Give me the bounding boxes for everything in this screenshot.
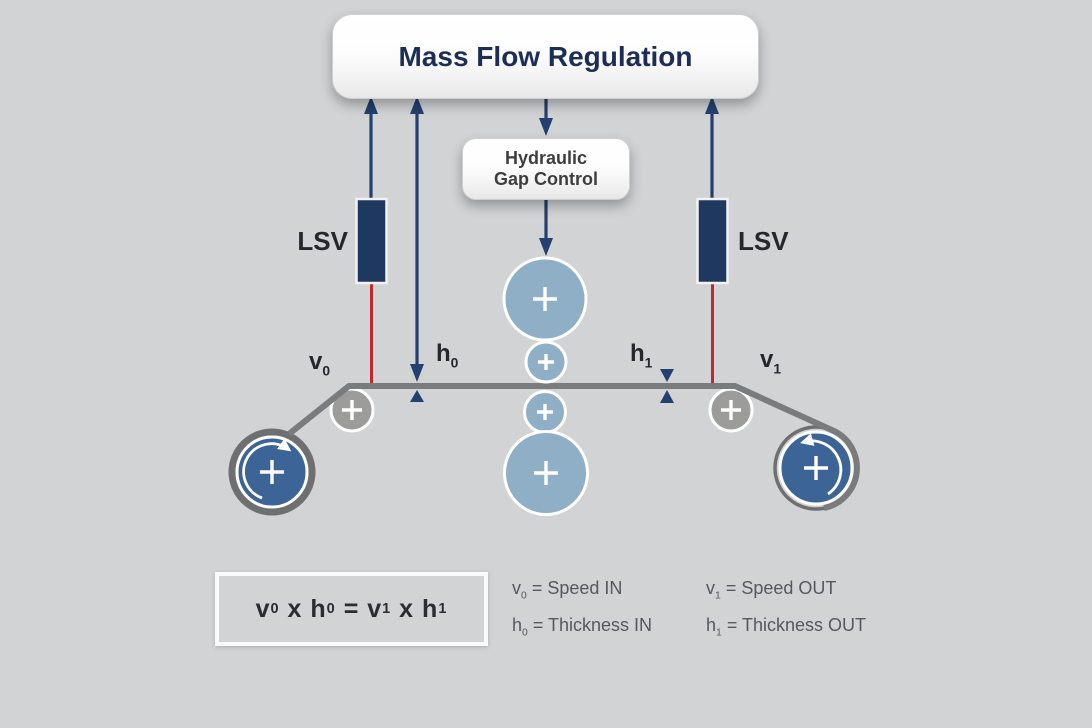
lsv-right-label: LSV bbox=[738, 226, 789, 256]
speed-in-label: v0 bbox=[309, 348, 331, 379]
entry-thickness-signal-line bbox=[410, 96, 424, 402]
hgc-label-line1: Hydraulic bbox=[504, 148, 588, 168]
mass-flow-regulation-box: Mass Flow Regulation bbox=[332, 14, 759, 99]
plus-icon bbox=[533, 287, 557, 311]
plus-icon bbox=[342, 400, 362, 420]
thickness-out-label: h1 bbox=[630, 340, 653, 371]
rotation-arrow-icon-right bbox=[800, 433, 843, 496]
legend-speed-out: v1 = Speed OUT bbox=[706, 578, 837, 602]
speed-out-label: v1 bbox=[760, 346, 782, 377]
plus-icon bbox=[538, 354, 554, 370]
legend-thickness-in: h0 = Thickness IN bbox=[512, 615, 653, 639]
left-coil-wound-strip bbox=[228, 428, 316, 516]
exit-thickness-caliper-icon bbox=[660, 369, 674, 403]
legend-speed-in: v0 = Speed IN bbox=[512, 578, 623, 602]
lsv-left-sensor bbox=[355, 197, 388, 285]
gap-actuator-arrow bbox=[539, 198, 553, 256]
plus-icon bbox=[260, 460, 284, 484]
gap-control-command-arrow bbox=[539, 97, 553, 136]
strip-path bbox=[287, 383, 860, 511]
page-title: Mass Flow Regulation bbox=[398, 40, 693, 72]
plus-icon bbox=[721, 400, 741, 420]
thickness-in-label: h0 bbox=[436, 340, 459, 371]
plus-icon bbox=[804, 456, 828, 480]
lsv-right-sensor bbox=[696, 197, 729, 285]
plus-icon bbox=[537, 404, 553, 420]
left-speed-signal-line bbox=[364, 96, 378, 200]
rotation-arrow-icon-left bbox=[242, 438, 292, 500]
legend-thickness-out: h1 = Thickness OUT bbox=[706, 615, 867, 639]
hgc-label-line2: Gap Control bbox=[494, 169, 598, 189]
hydraulic-gap-control-box: Hydraulic Gap Control bbox=[462, 138, 630, 200]
plus-icon bbox=[534, 461, 558, 485]
lsv-left-label: LSV bbox=[297, 226, 348, 256]
right-speed-signal-line bbox=[705, 96, 719, 200]
